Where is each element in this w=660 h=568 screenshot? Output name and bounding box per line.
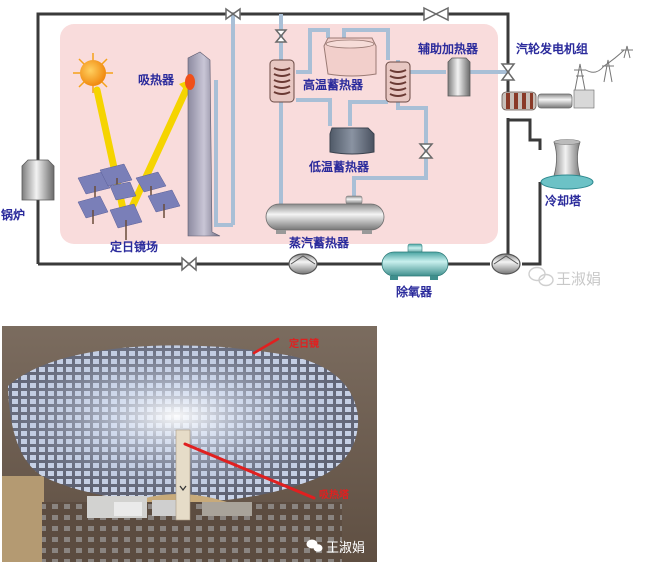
wechat-watermark-icon — [528, 266, 554, 287]
heliostat-field-icon — [77, 163, 181, 240]
valve-icon — [418, 143, 434, 159]
boiler-icon — [21, 159, 55, 201]
heliostat-icon — [77, 171, 111, 200]
sun-icon — [73, 53, 113, 93]
solar-tower-plant-photo: 定日镜 吸热塔 王淑娟 — [2, 326, 377, 562]
pointer-tower — [183, 442, 316, 500]
high-temp-storage-tank-icon — [323, 37, 377, 77]
heliostat-icon — [109, 181, 137, 201]
steam-accumulator-icon — [265, 195, 385, 234]
solar-thermal-system-diagram: 吸热器 定日镜场 锅炉 高温蓄热器 低温蓄热器 蒸汽蓄热器 辅助加热器 汽轮发电… — [1, 6, 633, 299]
secondary-pipes — [214, 14, 508, 227]
label-low-temp-storage: 低温蓄热器 — [309, 160, 370, 174]
heliostat-icon — [135, 171, 167, 198]
absorber-hotspot-icon — [185, 74, 195, 90]
pointer-heliostat — [252, 337, 280, 355]
label-heliostat-field: 定日镜场 — [110, 240, 159, 254]
photo-wechat-icon — [306, 539, 323, 552]
diagram-watermark: 王淑娟 — [556, 270, 602, 288]
label-turbine-generator: 汽轮发电机组 — [516, 42, 589, 56]
label-deaerator: 除氧器 — [396, 285, 433, 299]
receiver-tower-icon — [185, 51, 221, 237]
valve-icon — [274, 29, 288, 43]
label-absorber: 吸热器 — [138, 73, 175, 87]
photo-watermark: 王淑娟 — [326, 541, 366, 556]
aux-heater-icon — [447, 57, 471, 97]
heliostat-icon — [109, 203, 143, 240]
power-transmission-tower-icon — [574, 45, 633, 91]
receiver-tower-photo — [175, 429, 191, 521]
label-cooling-tower: 冷却塔 — [545, 194, 582, 208]
sunlight-glare — [8, 345, 359, 502]
label-steam-accumulator: 蒸汽蓄热器 — [289, 236, 350, 250]
heat-exchanger-left-icon — [269, 59, 295, 103]
heliostat-icon — [77, 195, 109, 224]
valve-icon — [181, 256, 197, 272]
heat-exchanger-right-icon — [385, 61, 411, 103]
deaerator-icon — [381, 243, 449, 280]
label-aux-heater: 辅助加热器 — [418, 42, 479, 56]
photo-canvas — [2, 326, 377, 562]
label-boiler: 锅炉 — [1, 208, 26, 222]
diagram-canvas — [21, 6, 633, 287]
turbine-generator-icon — [501, 89, 595, 111]
label-high-temp-storage: 高温蓄热器 — [303, 78, 364, 92]
photo-label-tower: 吸热塔 — [319, 490, 349, 501]
heliostat-icon — [147, 189, 181, 218]
pump-icon — [491, 253, 521, 275]
pointer-lines — [183, 337, 316, 500]
cooling-tower-icon — [540, 139, 594, 190]
low-temp-storage-tank-icon — [329, 127, 375, 155]
valve-icon — [225, 7, 241, 21]
photo-sand-left — [2, 476, 44, 562]
photo-label-heliostat: 定日镜 — [289, 339, 319, 350]
valve-icon — [500, 63, 516, 81]
valve-icon — [423, 6, 449, 22]
plant-buildings — [87, 496, 252, 518]
pump-icon — [288, 253, 318, 275]
valve-icons — [181, 6, 516, 272]
